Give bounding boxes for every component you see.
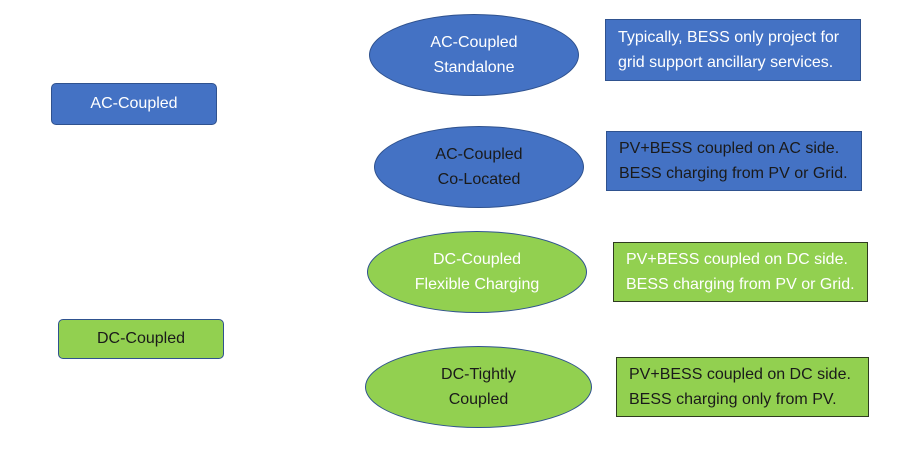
- ellipse-dc-tightly-coupled: DC-Tightly Coupled: [365, 346, 592, 428]
- ellipse-label-line2: Coupled: [448, 391, 509, 408]
- description-line1: Typically, BESS only project for: [618, 29, 840, 46]
- ellipse-label-line1: DC-Coupled: [432, 251, 522, 268]
- ellipse-label-line2: Flexible Charging: [414, 276, 540, 293]
- description-line1: PV+BESS coupled on AC side.: [619, 140, 840, 157]
- description-dc-coupled-flexible-charging: PV+BESS coupled on DC side. BESS chargin…: [613, 242, 868, 302]
- description-dc-tightly-coupled: PV+BESS coupled on DC side. BESS chargin…: [616, 357, 869, 417]
- ellipse-ac-coupled-co-located: AC-Coupled Co-Located: [374, 126, 584, 208]
- ellipse-dc-coupled-flexible-charging: DC-Coupled Flexible Charging: [367, 231, 587, 313]
- description-line1: PV+BESS coupled on DC side.: [629, 366, 851, 383]
- ellipse-label-line2: Standalone: [433, 59, 515, 76]
- category-ac-coupled: AC-Coupled: [51, 83, 217, 125]
- ellipse-label-line1: DC-Tightly: [441, 366, 516, 383]
- ellipse-ac-coupled-standalone: AC-Coupled Standalone: [369, 14, 579, 96]
- category-dc-coupled: DC-Coupled: [58, 319, 224, 359]
- ellipse-label-line1: AC-Coupled: [435, 146, 523, 163]
- category-label: AC-Coupled: [90, 95, 178, 112]
- description-line2: BESS charging from PV or Grid.: [619, 165, 848, 182]
- ellipse-label-line1: AC-Coupled: [430, 34, 518, 51]
- ellipse-label-line2: Co-Located: [437, 171, 521, 188]
- description-line1: PV+BESS coupled on DC side.: [626, 251, 848, 268]
- description-ac-coupled-standalone: Typically, BESS only project for grid su…: [605, 19, 861, 81]
- description-ac-coupled-co-located: PV+BESS coupled on AC side. BESS chargin…: [606, 131, 862, 191]
- description-line2: grid support ancillary services.: [618, 54, 834, 71]
- description-line2: BESS charging only from PV.: [629, 391, 837, 408]
- category-label: DC-Coupled: [96, 330, 186, 347]
- description-line2: BESS charging from PV or Grid.: [626, 276, 855, 293]
